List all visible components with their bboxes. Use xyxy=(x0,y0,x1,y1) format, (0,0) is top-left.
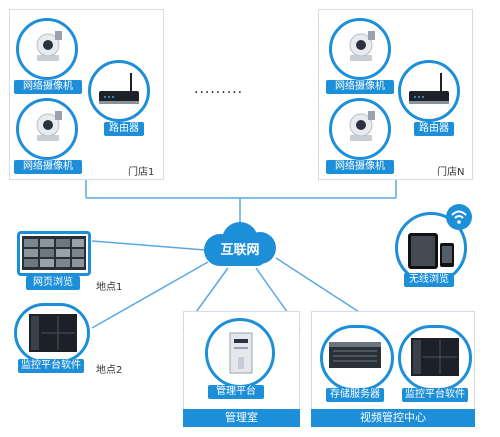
tablet-phone-icon xyxy=(408,233,454,269)
management-room-name: 管理室 xyxy=(183,409,300,427)
router-icon xyxy=(409,73,449,104)
center-software-label: 监控平台软件 xyxy=(402,388,468,402)
ip-camera-icon xyxy=(349,111,375,141)
store-n-camera-bottom xyxy=(329,98,391,160)
video-control-center-name: 视频管控中心 xyxy=(311,409,475,427)
ip-camera-icon xyxy=(349,31,375,61)
store-1-router-label: 路由器 xyxy=(104,122,144,136)
server-icon xyxy=(229,332,253,374)
internet-label: 互联网 xyxy=(220,243,260,258)
store-1-camera-top xyxy=(16,18,78,80)
site-1-label: 网页浏览 xyxy=(26,276,80,290)
web-screen-icon xyxy=(22,236,86,270)
site-1-web-browsing xyxy=(17,231,91,276)
store-n-camera-top-label: 网络摄像机 xyxy=(326,80,394,94)
wifi-icon xyxy=(446,204,472,230)
store-n-camera-bottom-label: 网络摄像机 xyxy=(326,160,394,174)
store-n-router-label: 路由器 xyxy=(414,122,454,136)
ip-camera-icon xyxy=(36,31,62,61)
storage-server-icon xyxy=(329,342,381,368)
site-2-name: 地点2 xyxy=(96,365,123,376)
store-ellipsis: ········· xyxy=(194,85,244,101)
monitor-software-icon xyxy=(411,338,459,376)
store-1-camera-bottom xyxy=(16,98,78,160)
management-platform-label: 管理平台 xyxy=(208,385,264,399)
monitor-software-icon xyxy=(29,314,77,352)
store-1-camera-bottom-label: 网络摄像机 xyxy=(14,160,82,174)
wireless-label: 无线浏览 xyxy=(404,273,454,287)
storage-server-device xyxy=(320,325,394,391)
store-n-router xyxy=(398,60,460,122)
store-1-router xyxy=(88,60,150,122)
site-1-name: 地点1 xyxy=(96,282,123,293)
center-monitor-software xyxy=(398,325,472,391)
management-platform-device xyxy=(205,318,275,388)
store-1-camera-top-label: 网络摄像机 xyxy=(14,80,82,94)
store-n-camera-top xyxy=(329,18,391,80)
ip-camera-icon xyxy=(36,111,62,141)
store-1-name: 门店1 xyxy=(128,167,155,178)
site-2-label: 监控平台软件 xyxy=(18,359,84,373)
site-2-monitor-software xyxy=(14,303,90,363)
router-icon xyxy=(99,73,139,104)
internet-cloud-icon xyxy=(204,222,276,266)
store-n-name: 门店N xyxy=(437,167,465,178)
storage-server-label: 存储服务器 xyxy=(326,388,384,402)
